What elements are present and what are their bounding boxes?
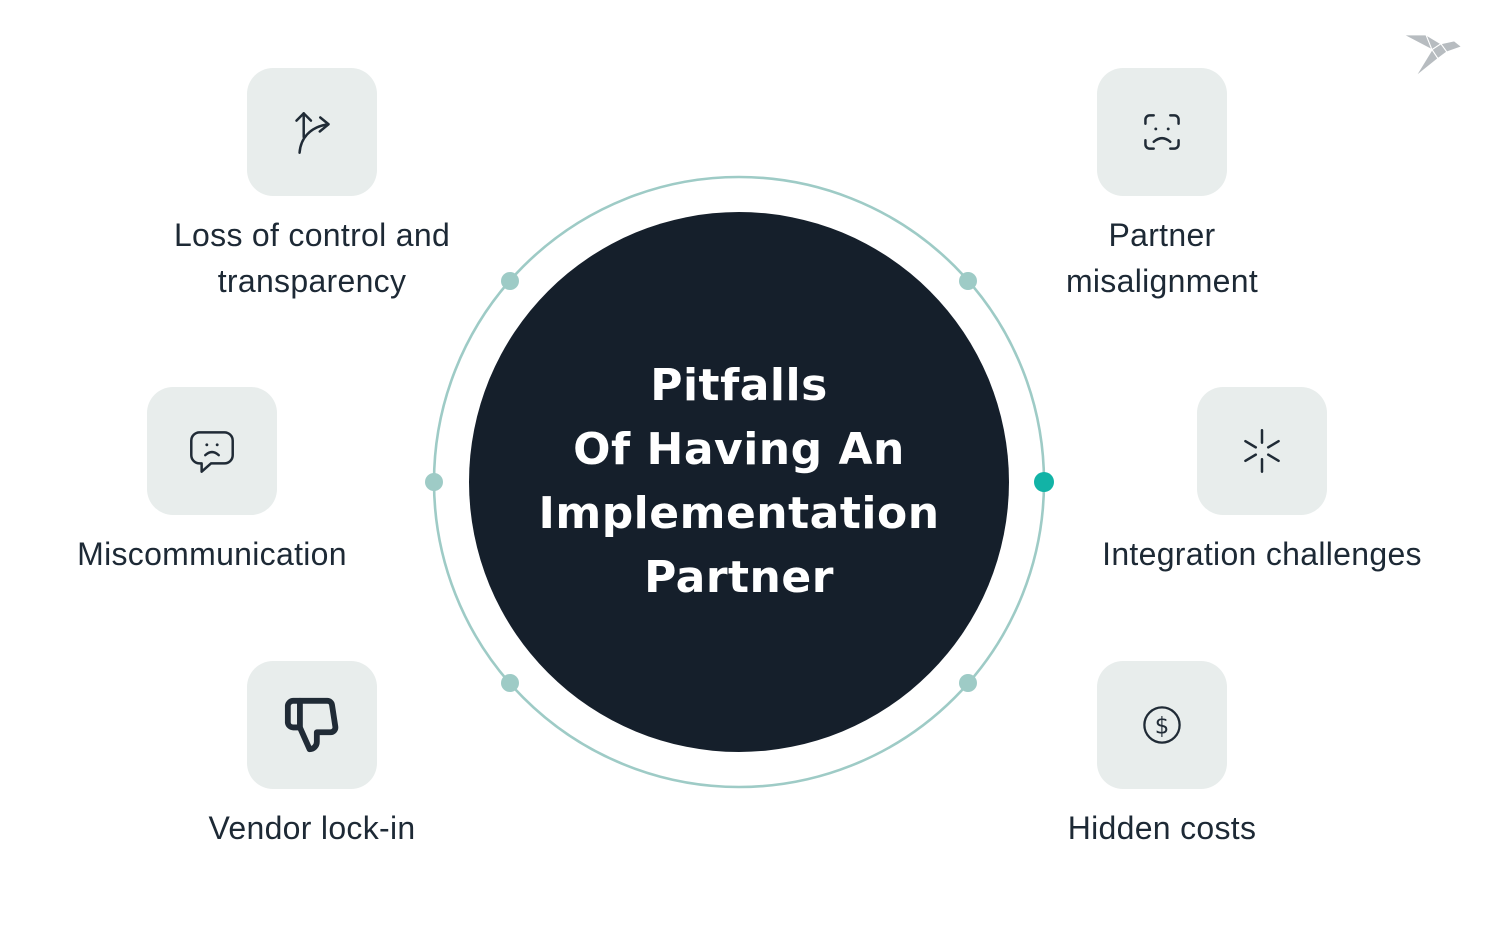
diagram-title: Pitfalls Of Having An Implementation Par…: [538, 360, 940, 603]
orbit-dot-right-accent: [1034, 472, 1054, 492]
item-integration-challenges: Integration challenges: [1072, 387, 1452, 577]
item-hidden-costs: $ Hidden costs: [972, 661, 1352, 851]
svg-text:$: $: [1155, 713, 1169, 739]
item-label: Miscommunication: [77, 536, 347, 572]
dollar-circle-icon: $: [1143, 706, 1181, 744]
item-label: Hidden costs: [1067, 810, 1257, 846]
item-loss-of-control: Loss of control and transparency: [122, 68, 502, 304]
item-vendor-lock-in: Vendor lock-in: [122, 661, 502, 851]
origami-bird-logo: [1403, 34, 1463, 77]
item-label: Partner misalignment: [1065, 217, 1259, 299]
item-partner-misalignment: Partner misalignment: [972, 68, 1352, 304]
item-miscommunication: Miscommunication: [22, 387, 402, 577]
collision-burst-icon: [1244, 429, 1280, 473]
item-label: Vendor lock-in: [208, 810, 416, 846]
sad-speech-bubble-icon: [190, 431, 234, 473]
icon-tile: [147, 387, 277, 515]
thumbs-down-icon: [284, 697, 339, 753]
icon-tile: [247, 661, 377, 789]
orbit-dot-left: [425, 473, 443, 491]
orbit-dot-upper-left: [501, 272, 519, 290]
item-label: Integration challenges: [1102, 536, 1422, 572]
icon-tile: [1197, 387, 1327, 515]
icon-tile: [247, 68, 377, 196]
icon-tile: [1097, 68, 1227, 196]
orbit-dot-lower-left: [501, 674, 519, 692]
branch-arrow-icon: [295, 112, 330, 154]
icon-tile: $: [1097, 661, 1227, 789]
face-scan-sad-icon: [1144, 114, 1180, 150]
item-label: Loss of control and transparency: [173, 217, 451, 299]
center-circle: Pitfalls Of Having An Implementation Par…: [469, 212, 1009, 752]
